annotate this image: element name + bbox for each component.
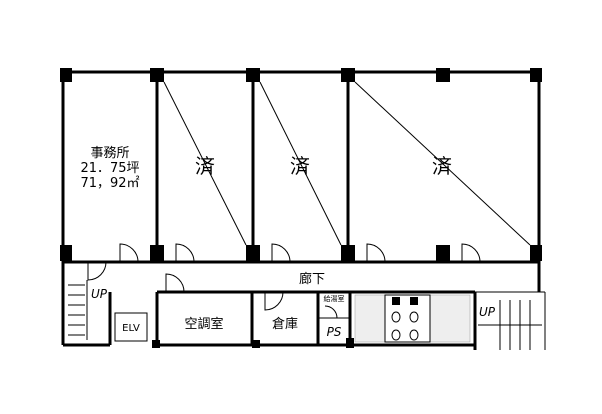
leased-mark-3: 済 xyxy=(432,154,452,178)
toilets xyxy=(354,294,471,343)
stair-left xyxy=(68,280,88,340)
stair-right xyxy=(478,300,542,350)
doors[interactable] xyxy=(87,243,481,319)
ac-room-label: 空調室 xyxy=(184,316,223,332)
corridor-label: 廊下 xyxy=(299,271,325,287)
office-area-sqm: 71，92㎡ xyxy=(80,176,139,191)
stair-right-up-label: UP xyxy=(479,305,496,319)
office-name: 事務所 xyxy=(90,146,129,161)
kitchenette-label: 給湯室 xyxy=(324,294,345,303)
storage-label: 倉庫 xyxy=(272,317,298,332)
elevator-label: ELV xyxy=(122,323,140,334)
elevator-box xyxy=(114,312,148,342)
columns xyxy=(60,68,542,348)
leased-mark-1: 済 xyxy=(195,154,215,178)
building-walls xyxy=(61,70,546,350)
leased-mark-2: 済 xyxy=(290,154,310,178)
ps-label: PS xyxy=(327,325,342,339)
leased-diagonals xyxy=(163,81,531,246)
office-area-tsubo: 21．75坪 xyxy=(80,161,139,176)
stair-left-up-label: UP xyxy=(91,287,108,301)
